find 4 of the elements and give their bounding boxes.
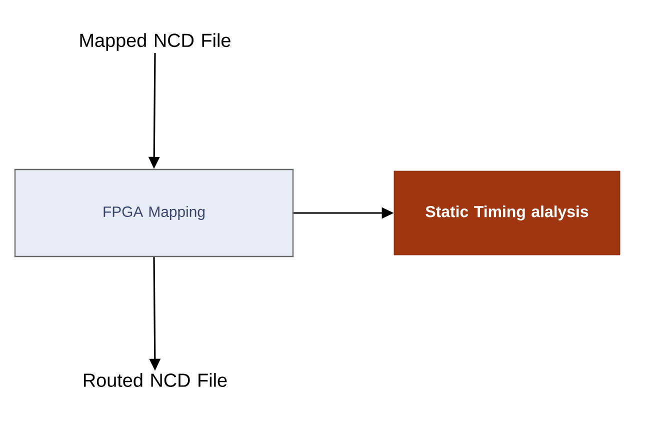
- file-label: Routed NCD File: [84, 373, 227, 387]
- process-box: FPGA Mapping: [14, 168, 294, 258]
- process-box: Static Timing alalysis: [394, 170, 620, 256]
- file-label: Mapped NCD File: [80, 33, 230, 51]
